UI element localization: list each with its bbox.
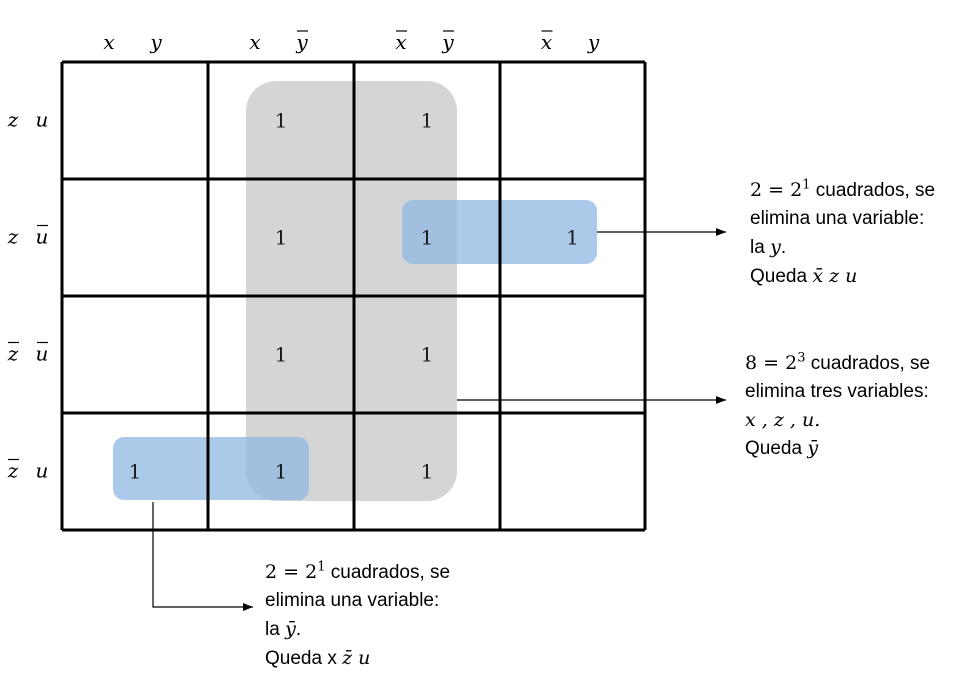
cell-value-r2-c1: 1: [275, 343, 288, 367]
arrow-top-right-head: [716, 228, 726, 236]
note-mid-right-line4-expr: ȳ: [807, 437, 819, 459]
row-header-0-a: z: [7, 108, 19, 132]
note-mid-right-exp: 3: [797, 350, 806, 366]
row-header-2-b: u: [36, 342, 49, 366]
note-bottom-line1: cuadrados, se: [325, 562, 451, 583]
note-mid-right-eq: 8 = 2: [745, 352, 798, 374]
note-mid-right-line3: x , z , u.: [745, 409, 821, 431]
row-header-1-b: u: [36, 225, 49, 249]
note-bottom-line4-expr: z̄ u: [342, 647, 371, 669]
col-header-0-a: x: [103, 30, 114, 54]
note-mid-right-line4-pre: Queda: [745, 438, 808, 459]
blue-group-pair-bottom: [113, 437, 309, 500]
cell-value-r3-c1: 1: [275, 460, 288, 484]
row-header-2-a: z: [7, 342, 19, 366]
col-header-3-b: y: [587, 30, 600, 54]
note-top-right-line3-var: y: [770, 236, 781, 258]
note-mid-right: 8 = 23 cuadrados, se elimina tres variab…: [745, 349, 930, 463]
note-bottom-line2: elimina una variable:: [265, 590, 440, 611]
col-header-1-b: y: [295, 30, 308, 54]
cell-value-r3-c0: 1: [129, 460, 142, 484]
col-header-0-b: y: [149, 30, 162, 54]
note-top-right-line1: cuadrados, se: [810, 180, 936, 201]
note-top-right-eq: 2 = 2: [750, 179, 803, 201]
col-header-2-a: x: [395, 30, 406, 54]
note-bottom-line3-pre: la: [265, 619, 286, 640]
note-top-right-exp: 1: [802, 177, 811, 193]
note-top-right-line3-pre: la: [750, 237, 771, 258]
note-bottom-line3-var: ȳ: [285, 618, 296, 640]
note-top-right-line4-pre: Queda: [750, 266, 813, 287]
note-top-right-line3-post: .: [780, 237, 787, 258]
note-mid-right-line1: cuadrados, se: [805, 353, 931, 374]
col-header-2-b: y: [441, 30, 454, 54]
cell-value-r2-c2: 1: [421, 343, 434, 367]
row-header-3-a: z: [7, 459, 19, 483]
note-bottom-exp: 1: [317, 559, 326, 575]
cell-value-r0-c2: 1: [421, 109, 434, 133]
note-top-right-line2: elimina una variable:: [750, 208, 925, 229]
note-top-right: 2 = 21 cuadrados, se elimina una variabl…: [750, 176, 935, 291]
cell-value-r3-c2: 1: [421, 460, 434, 484]
arrow-bottom-line: [152, 502, 253, 608]
cell-value-r1-c3: 1: [566, 226, 579, 250]
note-mid-right-line2: elimina tres variables:: [745, 381, 929, 402]
cell-value-r1-c2: 1: [421, 226, 434, 250]
col-header-3-a: x: [541, 30, 552, 54]
note-top-right-line4-expr: x̄ z u: [812, 265, 858, 287]
arrow-mid-right-head: [716, 396, 726, 404]
cell-value-r1-c1: 1: [275, 226, 288, 250]
note-bottom-eq: 2 = 2: [265, 561, 318, 583]
note-bottom-line4-pre: Queda x: [265, 648, 343, 669]
col-header-1-a: x: [249, 30, 260, 54]
gray-group-octet: [246, 81, 457, 501]
note-bottom: 2 = 21 cuadrados, se elimina una variabl…: [265, 558, 450, 673]
note-bottom-line3-post: .: [295, 619, 302, 640]
cell-value-r0-c1: 1: [275, 109, 288, 133]
arrow-bottom-head: [243, 603, 253, 611]
row-header-1-a: z: [7, 225, 19, 249]
row-header-0-b: u: [36, 108, 49, 132]
row-header-3-b: u: [36, 459, 49, 483]
